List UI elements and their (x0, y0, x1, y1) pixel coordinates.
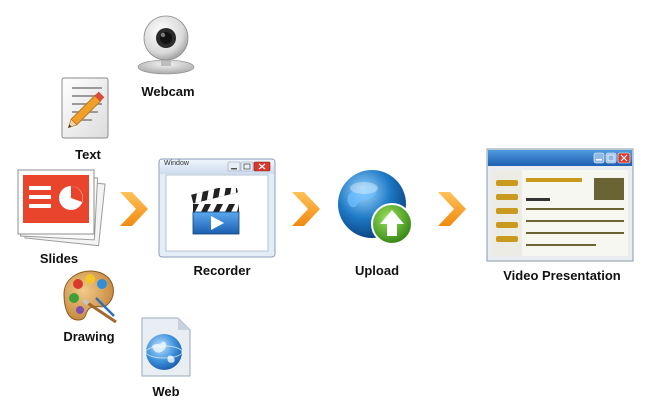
paint-palette-icon (63, 270, 117, 324)
web-label: Web (152, 384, 180, 399)
notepad-pencil-icon (61, 77, 109, 139)
web-node (134, 314, 196, 380)
window-title: Window (164, 160, 189, 167)
chevron-right-icon (120, 192, 148, 226)
webcam-icon (137, 15, 195, 75)
arrow-to-upload (290, 190, 322, 228)
globe-upload-icon (338, 170, 413, 245)
upload-label: Upload (354, 263, 400, 278)
webcam-node (130, 12, 202, 76)
text-node (58, 74, 122, 142)
chevron-right-icon (292, 192, 320, 226)
drawing-label: Drawing (63, 329, 115, 344)
arrow-to-recorder (118, 190, 150, 228)
video-presentation-label: Video Presentation (503, 268, 621, 283)
webcam-label: Webcam (141, 84, 195, 99)
recorder-window: Window (158, 158, 276, 258)
text-label: Text (75, 147, 101, 162)
arrow-to-output (436, 190, 468, 228)
upload-node (334, 166, 418, 250)
slides-node (14, 166, 106, 248)
drawing-node (56, 264, 122, 326)
globe-page-icon (141, 317, 191, 377)
clapperboard-play-icon (191, 188, 240, 235)
recorder-label: Recorder (193, 263, 251, 278)
slides-label: Slides (39, 251, 79, 266)
chevron-right-icon (438, 192, 466, 226)
recorder-window-frame (158, 158, 276, 258)
video-presentation-window (486, 148, 634, 262)
web-page-window-icon (486, 148, 634, 262)
presentation-slides-icon (17, 169, 106, 247)
